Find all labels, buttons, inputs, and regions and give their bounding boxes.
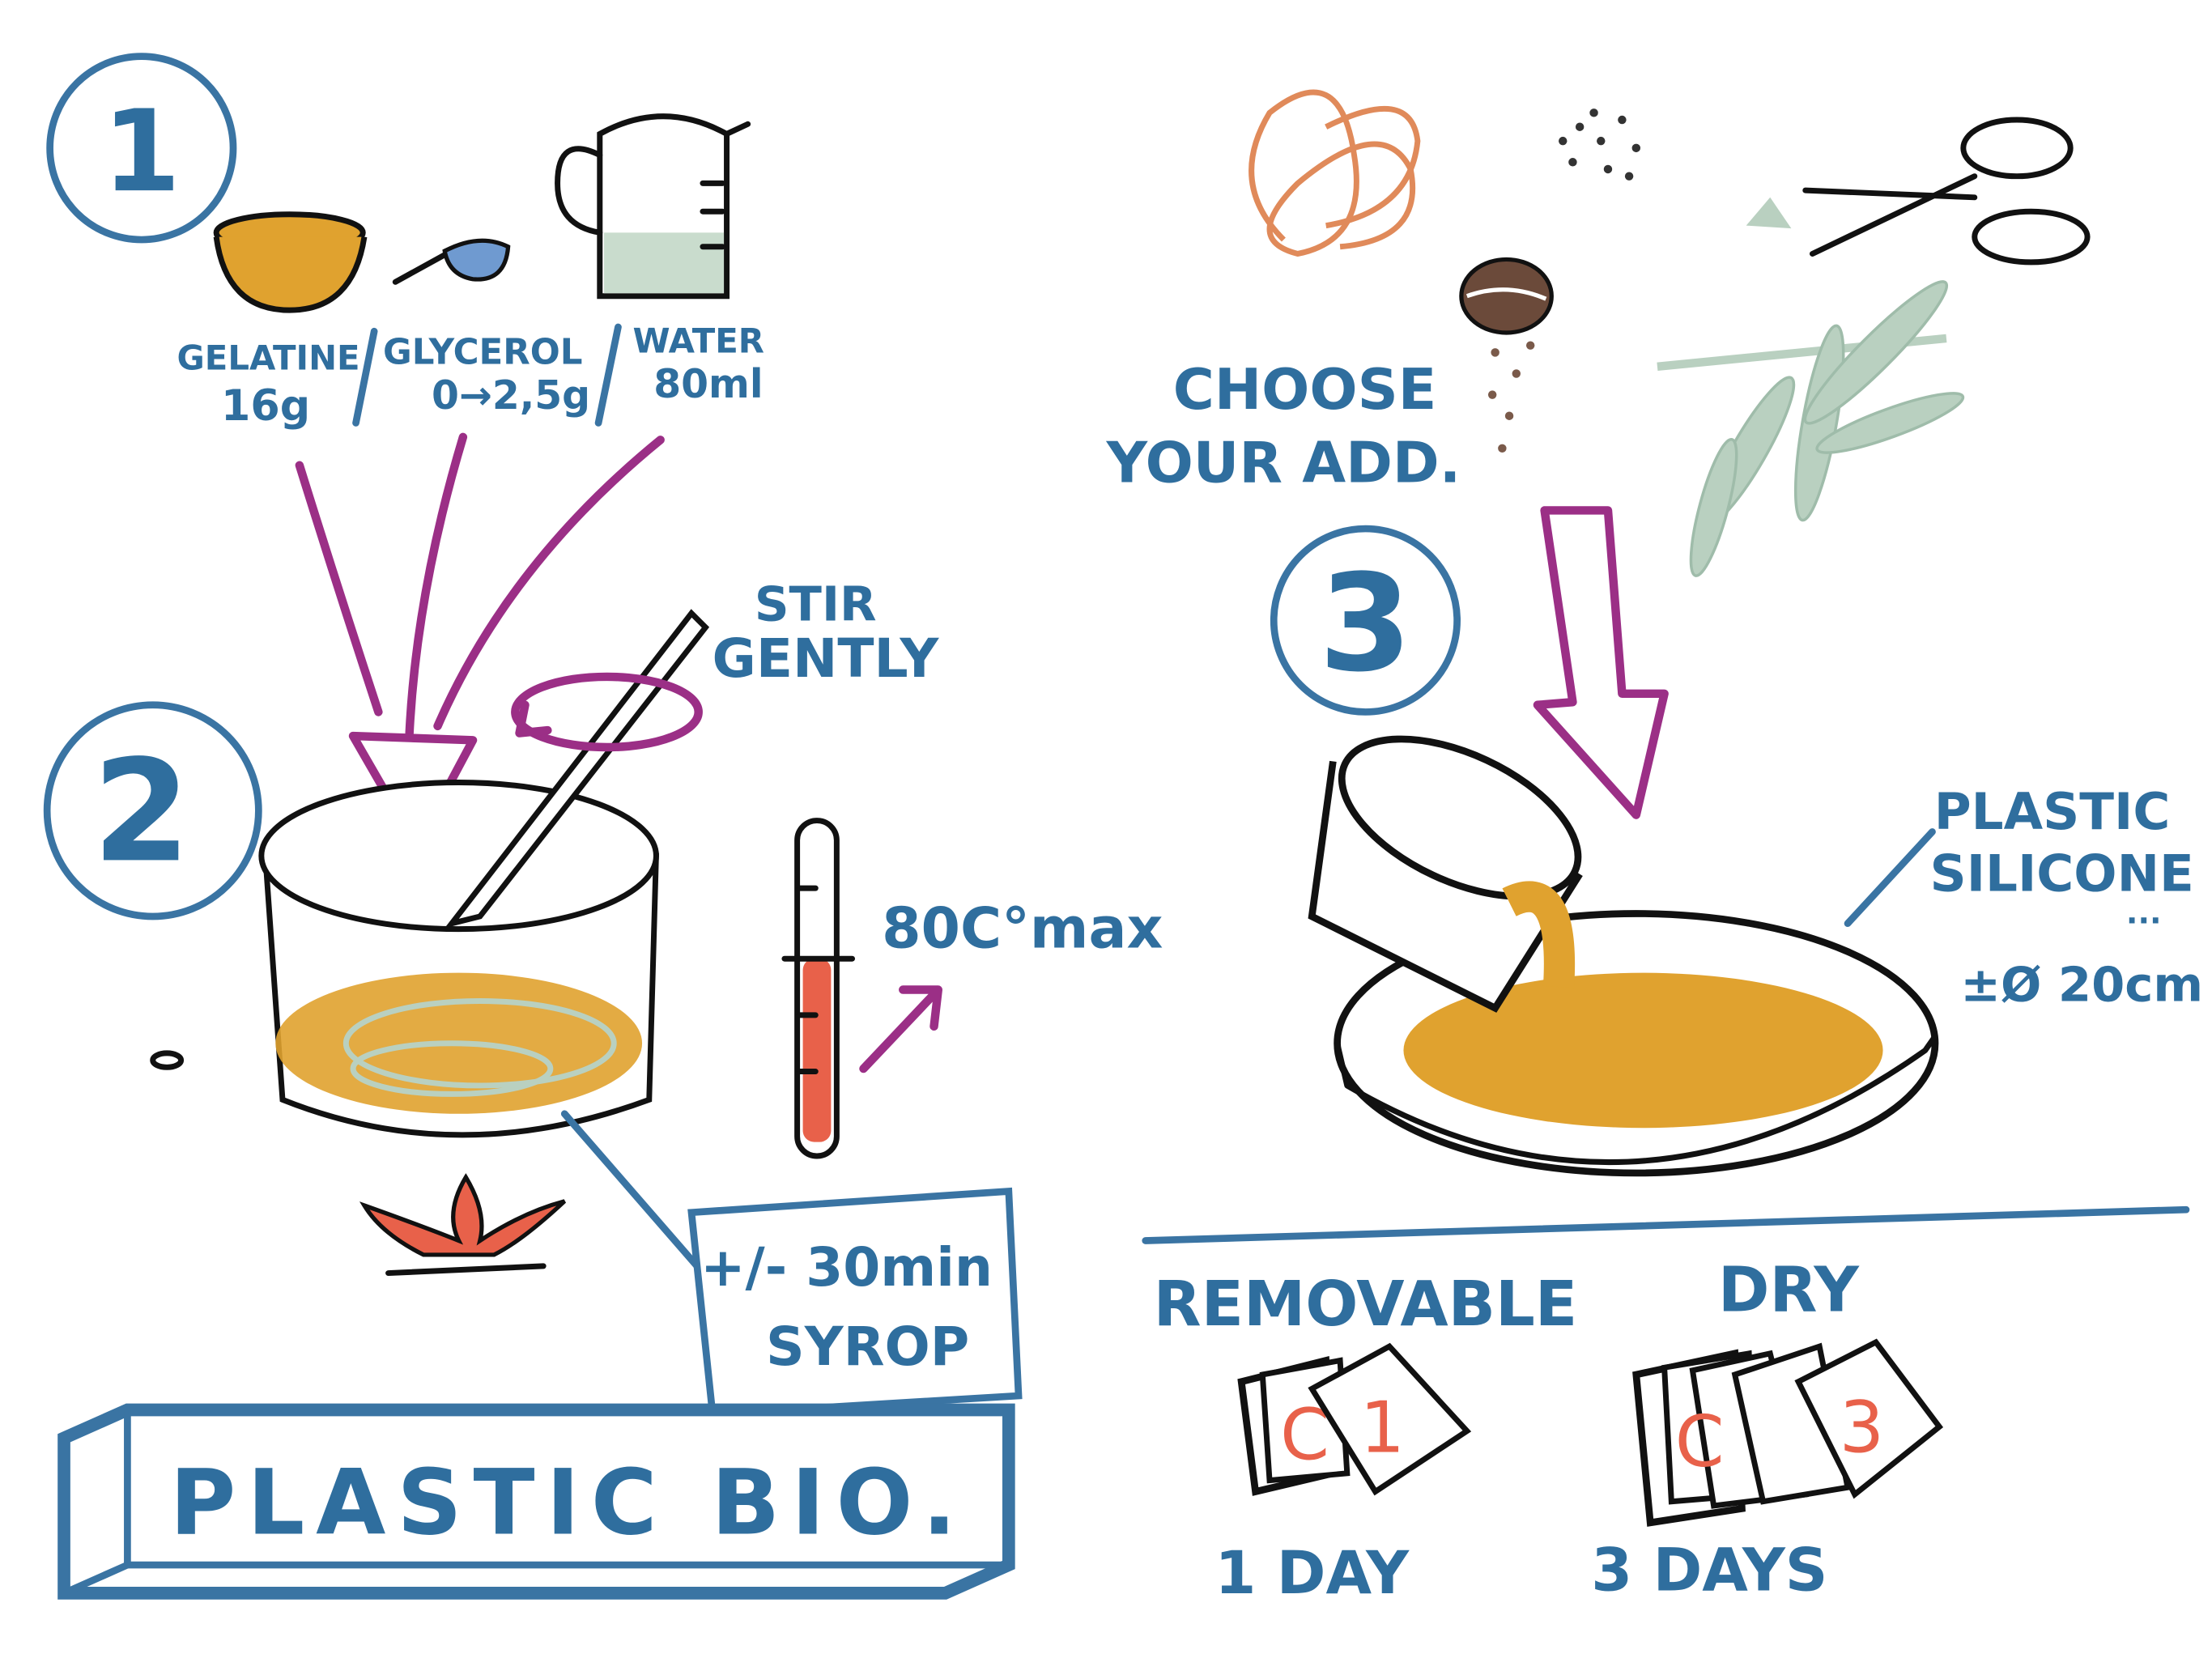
calendar-c-mark: C xyxy=(1675,1401,1725,1483)
removable-time-label: 1 DAY xyxy=(1214,1539,1410,1608)
water-amount: 80ml xyxy=(653,362,763,407)
section-divider xyxy=(1142,1205,2190,1244)
stir-arrow-icon xyxy=(511,672,703,752)
additives: CHOOSE YOUR ADD. xyxy=(1106,89,2091,577)
syrop-note-box: +/- 30min SYROP xyxy=(687,1187,1023,1418)
your-add-label: YOUR ADD. xyxy=(1106,431,1461,496)
dry-card-number: 3 xyxy=(1840,1387,1884,1469)
measuring-jug-icon xyxy=(555,113,751,300)
temperature-arrow xyxy=(859,985,942,1073)
step-3-number: 3 xyxy=(1319,546,1412,702)
thermometer-icon xyxy=(781,818,856,1159)
saucepan-pouring-icon xyxy=(1154,666,1583,1013)
step-1: 1 GELATINE 16g GLYCEROL 0→2,5g WATER 80m… xyxy=(46,53,764,851)
gelatine-amount: 16g xyxy=(221,382,310,431)
water-label: WATER xyxy=(632,321,764,360)
mold-silicone-label: SILICONE xyxy=(1930,844,2194,903)
flame-icon xyxy=(359,1173,567,1277)
gelatine-label: GELATINE xyxy=(177,338,359,377)
bowl-icon xyxy=(213,211,368,313)
step-3-circle xyxy=(1270,525,1461,716)
calendar-1-day-icon: C 1 xyxy=(1237,1342,1472,1496)
gently-label: GENTLY xyxy=(713,627,940,690)
step-3: 3 PLASTIC SILICONE ... ±Ø 20cm xyxy=(1154,506,2203,1177)
choose-label: CHOOSE xyxy=(1173,357,1437,423)
step-2-circle xyxy=(43,701,262,920)
calendar-3-days-icon: C 3 xyxy=(1632,1338,1944,1527)
title-banner: PLASTIC BIO. xyxy=(57,1403,1015,1600)
scissors-icon xyxy=(1746,117,2091,266)
mold-plastic-label: PLASTIC xyxy=(1934,782,2171,841)
pour-arrow xyxy=(1533,506,1669,819)
step-1-number: 1 xyxy=(102,86,181,217)
leaves-icon xyxy=(1657,280,1965,577)
mold-more-label: ... xyxy=(2126,895,2162,932)
copper-wire-icon xyxy=(1249,89,1421,257)
step-2-number: 2 xyxy=(92,729,190,894)
mold-size-label: ±Ø 20cm xyxy=(1960,956,2203,1012)
syrop-label: SYROP xyxy=(766,1316,969,1378)
spoon-icon xyxy=(392,238,511,285)
removable-card-number: 1 xyxy=(1360,1387,1405,1469)
dry-label: DRY xyxy=(1718,1255,1860,1327)
coffee-bean-icon xyxy=(1459,257,1554,453)
dry-time-label: 3 DAYS xyxy=(1591,1536,1827,1605)
pot-icon xyxy=(113,609,710,1138)
temperature-label: 80C°max xyxy=(882,895,1163,961)
seeds-icon xyxy=(1559,108,1641,181)
glycerol-label: GLYCEROL xyxy=(383,332,583,372)
stir-label: STIR xyxy=(755,576,877,631)
step-2: 2 STIR GENTLY 80C°max xyxy=(43,576,1163,1418)
glycerol-amount: 0→2,5g xyxy=(432,373,590,419)
title: PLASTIC BIO. xyxy=(170,1452,968,1556)
removable-label: REMOVABLE xyxy=(1154,1269,1578,1341)
step-1-circle xyxy=(46,53,237,244)
drying: REMOVABLE DRY C 1 C 3 1 DAY 3 DAYS xyxy=(1142,1205,2190,1608)
time-label: +/- 30min xyxy=(700,1236,993,1299)
